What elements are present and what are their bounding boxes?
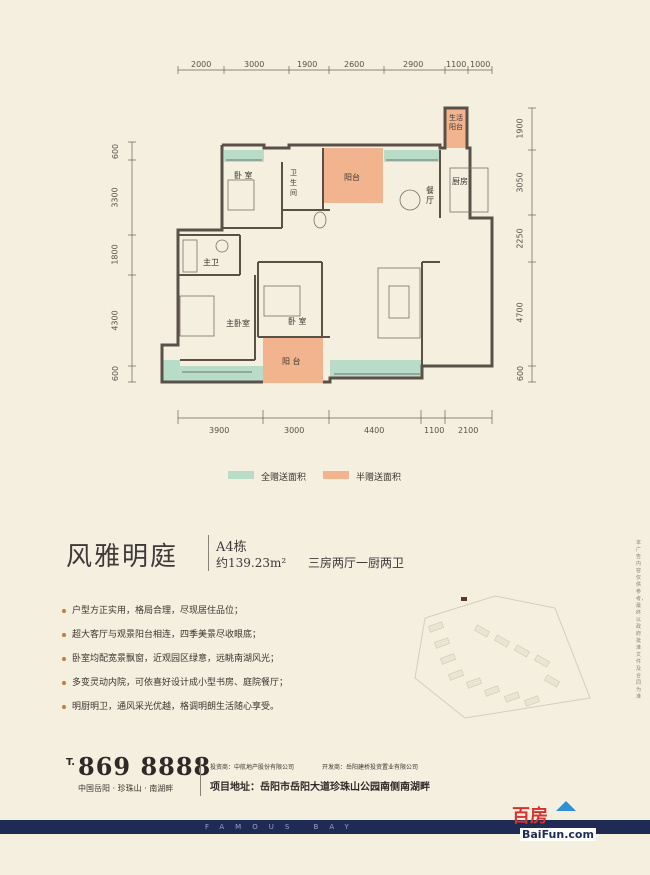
title-divider <box>208 535 209 571</box>
feature-text: 多变灵动内院，可依喜好设计成小型书房、庭院餐厅； <box>72 678 289 688</box>
feature-item: 超大客厅与观景阳台相连，四季美景尽收眼底； <box>62 627 261 640</box>
room-bedroom-mid: 卧 室 <box>288 317 307 326</box>
dim-top-7: 1000 <box>470 60 491 69</box>
room-master-bath: 主卫 <box>203 258 219 267</box>
feature-item: 卧室均配宽景飘窗，近观园区绿意，远眺南湖风光； <box>62 651 279 664</box>
legend-full-swatch <box>228 471 254 479</box>
dim-bottom-5: 2100 <box>458 426 479 435</box>
bullet-icon <box>62 704 66 709</box>
bullet-icon <box>62 608 66 613</box>
contact-divider <box>200 758 201 796</box>
room-bathroom-top: 卫生间 <box>290 169 297 197</box>
dim-top-3: 1900 <box>297 60 318 69</box>
footer-bar <box>0 820 650 834</box>
dim-top-1: 2000 <box>191 60 212 69</box>
project-name: 风雅明庭 <box>66 542 179 572</box>
house-icon <box>556 801 576 811</box>
feature-text: 卧室均配宽景飘窗，近观园区绿意，远眺南湖风光； <box>72 654 280 664</box>
floor-plan-drawing <box>128 66 536 424</box>
room-balcony-bottom: 阳 台 <box>282 357 301 366</box>
dim-top-6: 1100 <box>446 60 467 69</box>
site-plan-map <box>414 595 591 719</box>
bullet-icon <box>62 680 66 685</box>
dim-bottom-3: 4400 <box>364 426 385 435</box>
dim-bottom-4: 1100 <box>424 426 445 435</box>
bullet-icon <box>62 656 66 661</box>
investor-label: 投资商：中航地产股份有限公司 <box>210 764 295 771</box>
dim-right-3: 2250 <box>515 228 525 249</box>
dim-right-4: 4700 <box>515 302 525 323</box>
room-life-balcony: 生活阳台 <box>449 114 463 131</box>
feature-item: 明厨明卫，通风采光优越，格调明朗生活随心享受。 <box>62 699 279 712</box>
dim-left-3: 1800 <box>110 244 120 265</box>
area-label: 约139.23m² <box>216 556 287 570</box>
bullet-icon <box>62 632 66 637</box>
room-bedroom-top: 卧 室 <box>234 171 253 180</box>
phone-number: 869 8888 <box>78 752 212 781</box>
dim-bottom-1: 3900 <box>209 426 230 435</box>
dim-left-4: 4300 <box>110 310 120 331</box>
room-master-bedroom: 主卧室 <box>226 319 250 328</box>
dim-top-5: 2900 <box>403 60 424 69</box>
building-label: A4栋 <box>216 540 247 555</box>
floor-plan: 2000 3000 1900 2600 2900 1100 1000 3900 … <box>110 60 536 435</box>
legend-half-label: 半赠送面积 <box>356 473 402 483</box>
dim-left-2: 3300 <box>110 187 120 208</box>
legend-half-swatch <box>323 471 349 479</box>
dim-right-5: 600 <box>516 365 526 382</box>
dim-top-2: 3000 <box>244 60 265 69</box>
dim-left-5: 600 <box>111 365 121 382</box>
dim-right-1: 1900 <box>515 118 525 139</box>
region-label: 中国岳阳 · 珍珠山 · 南湖畔 <box>78 784 174 793</box>
dim-right-2: 3050 <box>515 172 525 193</box>
watermark-logo: 百房 <box>512 806 548 827</box>
room-balcony-top: 阳台 <box>344 173 360 182</box>
feature-item: 多变灵动内院，可依喜好设计成小型书房、庭院餐厅； <box>62 675 288 688</box>
feature-item: 户型方正实用，格局合理，尽现居住品位； <box>62 603 243 616</box>
side-disclaimer: 本广告内容仅供参考，最终以政府批准文件及合同为准 <box>636 540 647 700</box>
address-label: 项目地址：岳阳市岳阳大道珍珠山公园南侧南湖畔 <box>210 782 430 793</box>
legend-full-label: 全赠送面积 <box>261 473 307 483</box>
feature-text: 户型方正实用，格局合理，尽现居住品位； <box>72 606 244 616</box>
feature-text: 明厨明卫，通风采光优越，格调明朗生活随心享受。 <box>72 702 280 712</box>
phone-prefix: T. <box>66 757 76 768</box>
dim-left-1: 600 <box>111 143 121 160</box>
dim-bottom-2: 3000 <box>284 426 305 435</box>
room-kitchen: 厨房 <box>452 177 468 186</box>
feature-text: 超大客厅与观景阳台相连，四季美景尽收眼底； <box>72 630 262 640</box>
current-building-marker <box>461 597 467 601</box>
footer-brand: FAMOUS BAY <box>205 823 360 831</box>
layout-label: 三房两厅一厨两卫 <box>308 556 405 570</box>
dim-top-4: 2600 <box>344 60 365 69</box>
watermark-url: BaiFun.com <box>520 828 596 841</box>
room-dining: 餐厅 <box>426 186 434 205</box>
developer-label: 开发商：岳阳建桥投资置业有限公司 <box>322 764 419 771</box>
